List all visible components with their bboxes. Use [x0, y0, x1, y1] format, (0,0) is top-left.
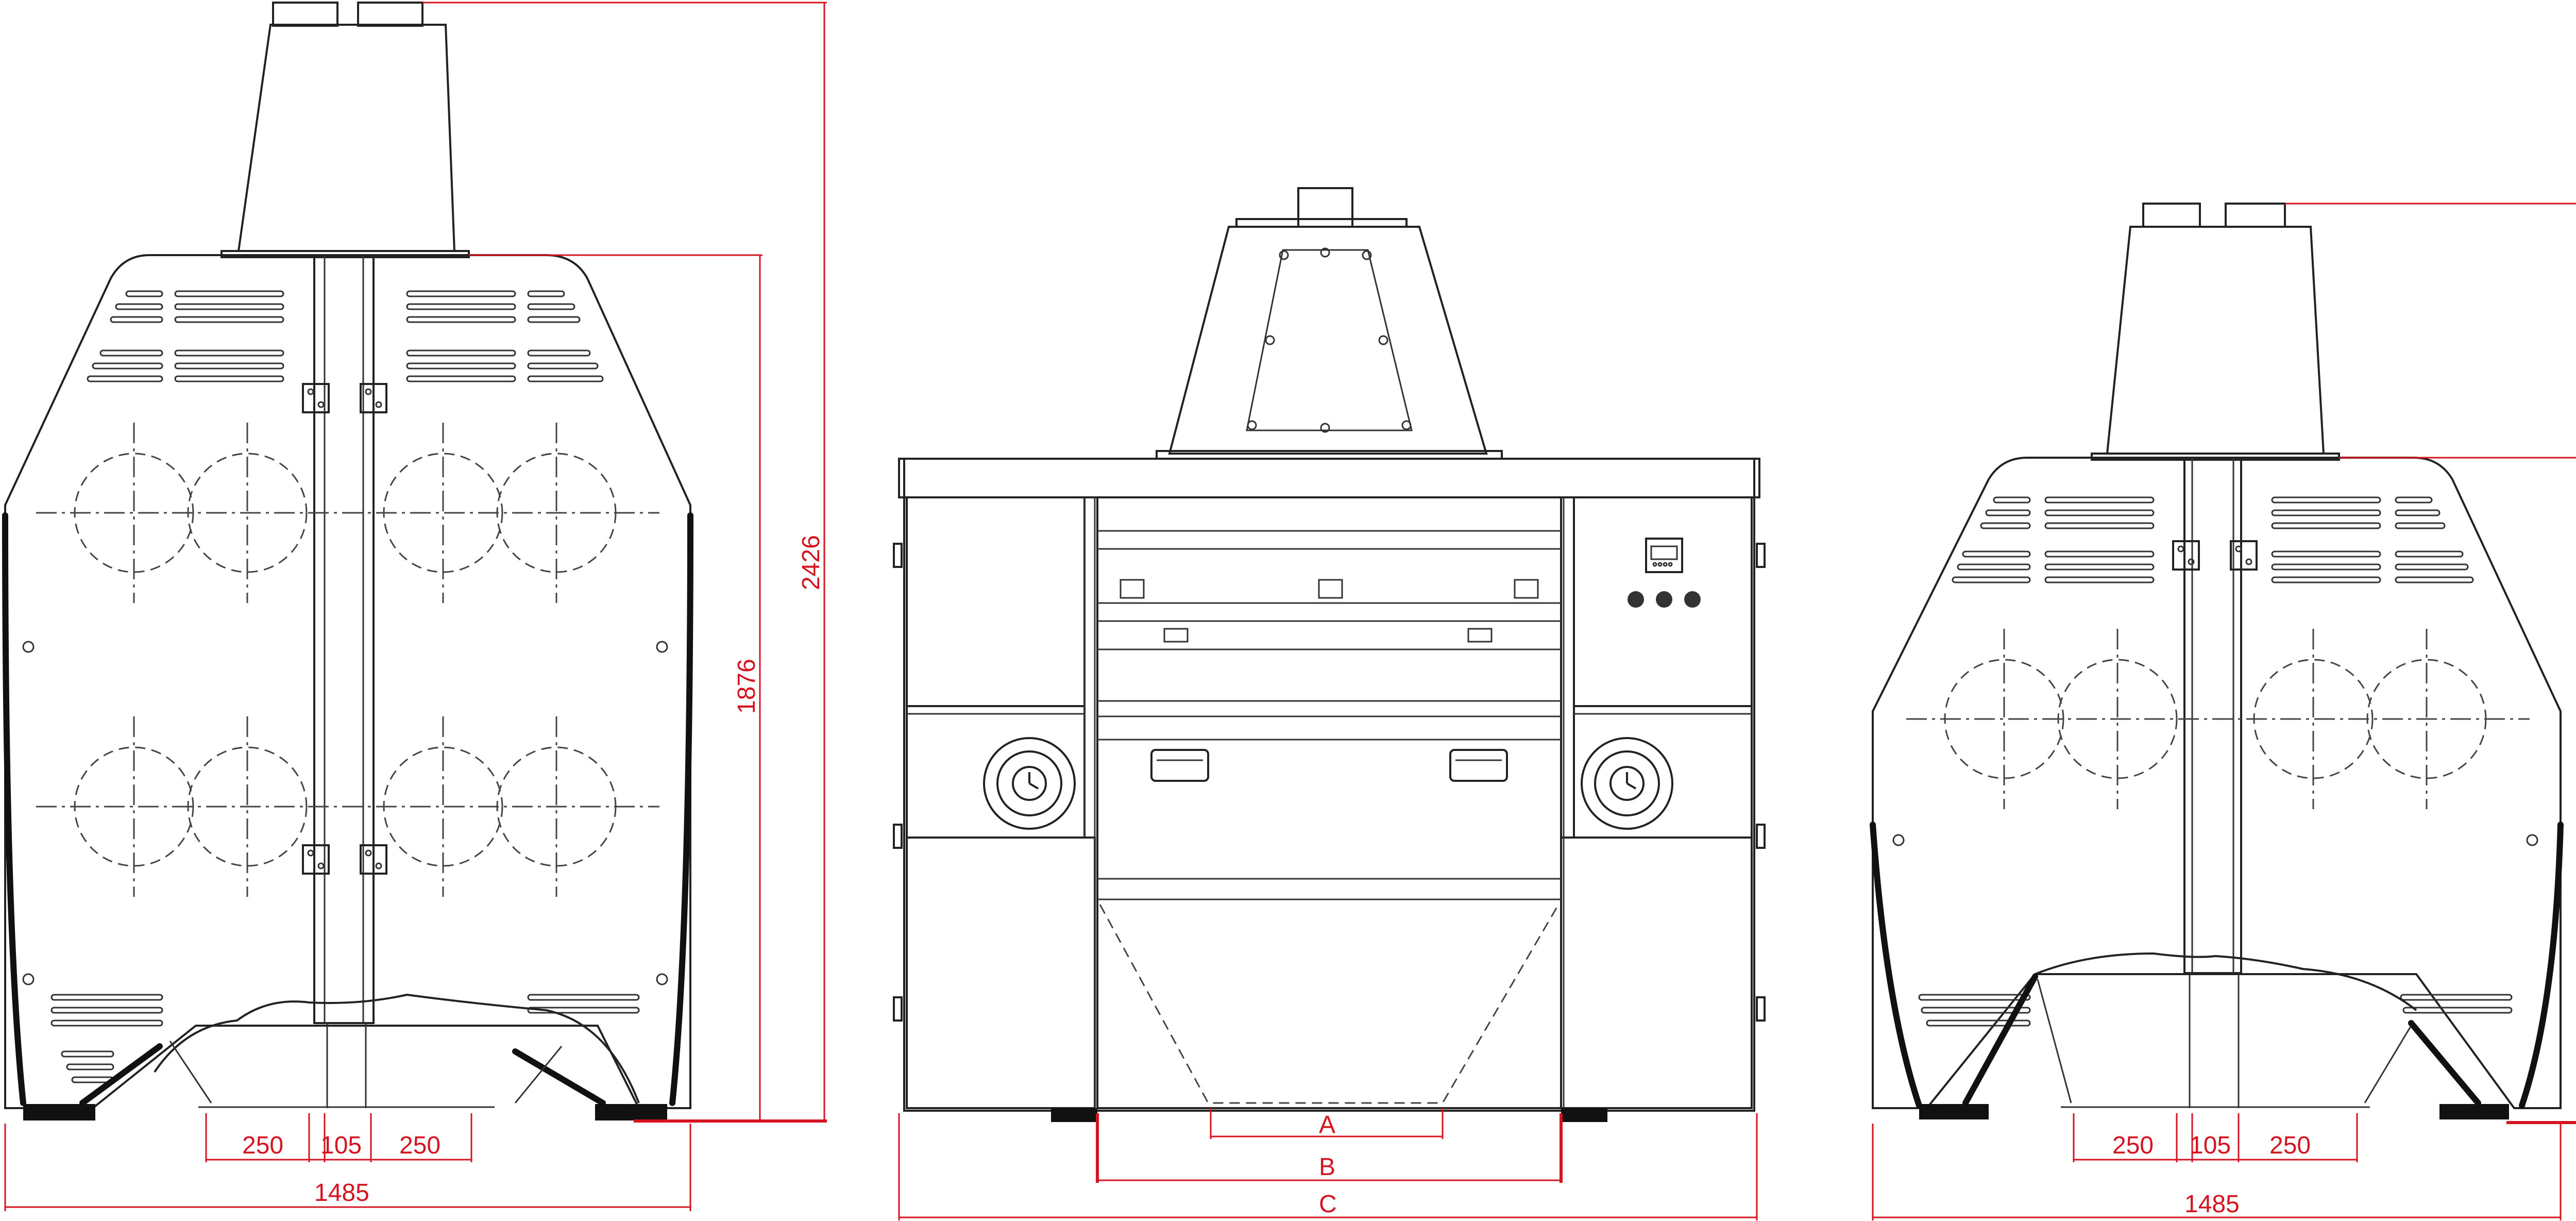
- sieve-outlines: [1906, 629, 2530, 809]
- left-side-view: 2426 1876 250 105 250 1485: [2, 2, 827, 1211]
- dimensions-right: [1872, 203, 2576, 1220]
- dim-body-height: 1876: [733, 659, 760, 714]
- vent-louvres: [1918, 496, 2513, 1027]
- dim-width: 1485: [314, 1179, 369, 1207]
- dim-width: 1485: [2184, 1191, 2240, 1218]
- push-button-icon: [1628, 591, 1701, 608]
- dim-outlet-gap: 105: [2190, 1132, 2231, 1159]
- cover-bolts: [1247, 247, 1412, 433]
- right-side-view: 1985 1435 250 105 250 1485: [1870, 203, 2576, 1220]
- drawer-handle-icon: [1150, 749, 1508, 782]
- dim-outlet-gap: 105: [320, 1132, 362, 1159]
- dim-b: B: [1319, 1153, 1335, 1181]
- door-hinge-icon: [2172, 540, 2258, 571]
- clock-dial-icon: [983, 737, 1673, 830]
- vent-louvres: [50, 290, 640, 1083]
- door-hinge-icon: [302, 383, 387, 875]
- dim-outlet-1: 250: [242, 1132, 283, 1159]
- dimensions-left: [4, 2, 827, 1211]
- dim-c: C: [1319, 1191, 1337, 1218]
- sieve-outlines: [36, 423, 659, 897]
- front-view: A B C: [893, 187, 1766, 1220]
- dim-outlet-2: 250: [2269, 1132, 2311, 1159]
- dim-outlet-2: 250: [399, 1132, 440, 1159]
- dim-a: A: [1319, 1111, 1335, 1139]
- drawer-latches: [1120, 579, 1539, 643]
- dim-total-height: 2426: [798, 535, 825, 590]
- control-display-icon: [1645, 538, 1683, 573]
- dimensions-front: [898, 1108, 1758, 1220]
- dim-outlet-1: 250: [2112, 1132, 2154, 1159]
